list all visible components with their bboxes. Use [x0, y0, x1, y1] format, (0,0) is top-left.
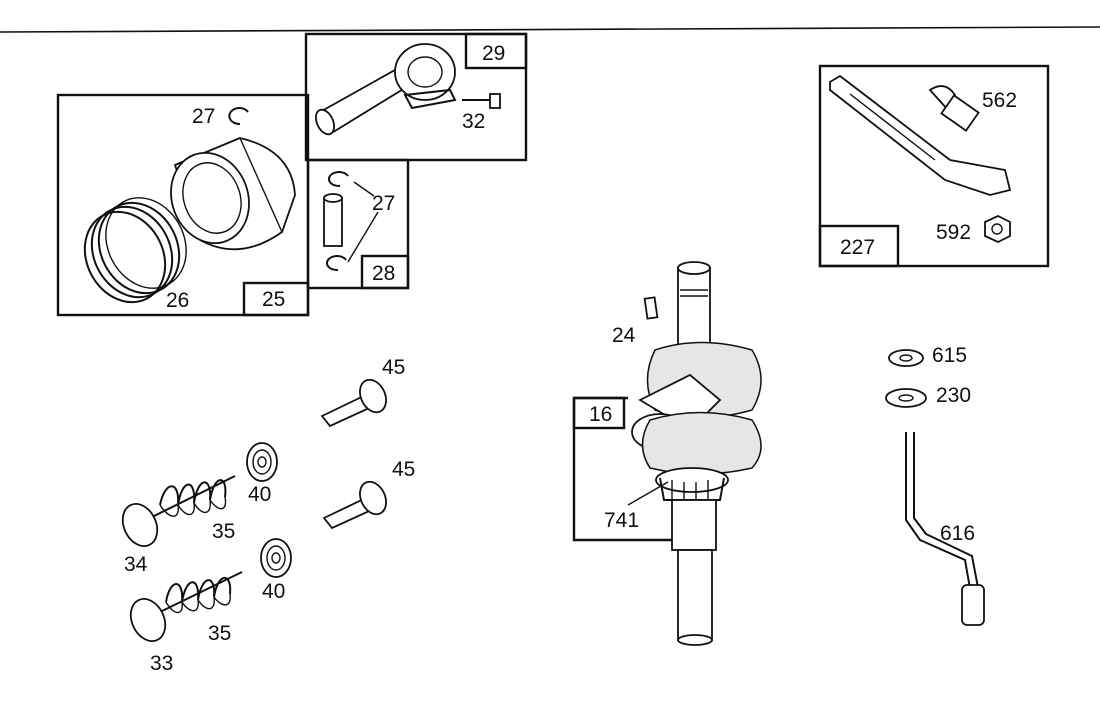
callout-gear-741: 741	[604, 509, 639, 532]
governor-lever-number: 227	[840, 236, 875, 259]
piston-ring-set	[83, 197, 187, 304]
tappet-lower	[322, 480, 387, 530]
connecting-rod-box: 29	[304, 32, 528, 162]
retainer-lower	[260, 538, 292, 578]
callout-key-24: 24	[612, 324, 636, 347]
callout-retainer-top: 27	[192, 105, 215, 128]
valve-spring-upper	[159, 479, 227, 517]
piston-assembly-number: 25	[262, 288, 285, 311]
washer-230	[885, 388, 927, 408]
callout-retainer-lower: 40	[262, 580, 285, 603]
nut-592	[984, 215, 1011, 243]
crankshaft	[631, 261, 762, 646]
crankshaft-box: 16	[572, 396, 672, 542]
callout-spring-lower: 35	[208, 622, 231, 645]
tappet-upper	[320, 378, 387, 428]
crankshaft-number: 16	[589, 403, 612, 426]
retainer-clip-top	[228, 107, 249, 126]
leader-27b	[347, 211, 379, 263]
governor-lever-box: 227	[818, 64, 1050, 268]
rod-bolt	[462, 93, 501, 109]
piston	[170, 137, 296, 251]
screw-562	[928, 85, 980, 132]
governor-lever	[829, 74, 1012, 196]
callout-retainer-upper: 40	[248, 483, 271, 506]
crankshaft-key	[643, 296, 659, 320]
callout-tappet-lower: 45	[392, 458, 415, 481]
callout-screw-562: 562	[982, 89, 1017, 112]
callout-washer-230: 230	[936, 384, 971, 407]
connecting-rod-number: 29	[482, 42, 505, 65]
callout-rod-bolt: 32	[462, 110, 485, 133]
callout-exhaust-valve: 34	[124, 553, 148, 576]
leader-27a	[353, 181, 375, 197]
callout-nut-592: 592	[936, 221, 971, 244]
retainer-clip-lower	[326, 255, 347, 272]
piston-pin-kit-box: 28	[306, 158, 410, 290]
piston-pin	[323, 193, 343, 247]
callout-intake-valve: 33	[150, 652, 173, 675]
callout-ring-set: 26	[166, 289, 189, 312]
retainer-upper	[246, 442, 278, 482]
governor-link	[905, 432, 985, 626]
leader-741	[627, 481, 669, 506]
connecting-rod	[315, 43, 457, 136]
piston-pin-kit-number: 28	[372, 262, 395, 285]
intake-valve	[129, 571, 243, 642]
washer-615	[888, 349, 924, 367]
callout-link-616: 616	[940, 522, 975, 545]
callout-spring-upper: 35	[212, 520, 235, 543]
top-rule	[0, 26, 1100, 33]
retainer-clip-upper	[328, 171, 349, 188]
valve-spring-lower	[165, 576, 232, 614]
callout-tappet-upper: 45	[382, 356, 405, 379]
callout-retainer-kit: 27	[372, 192, 395, 215]
callout-washer-615: 615	[932, 344, 967, 367]
